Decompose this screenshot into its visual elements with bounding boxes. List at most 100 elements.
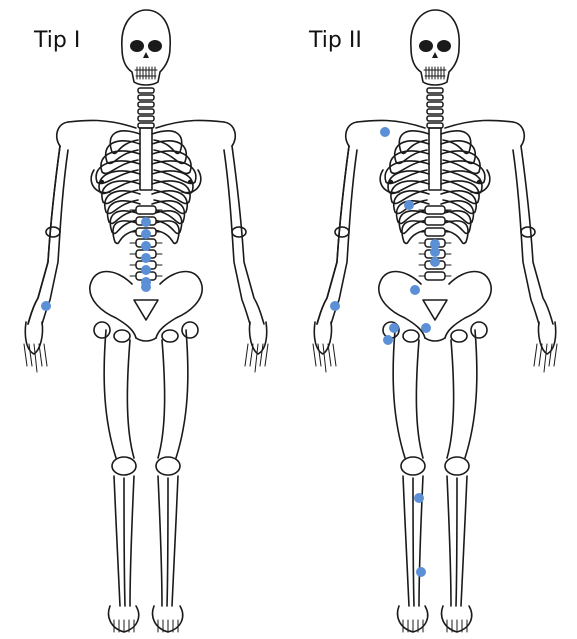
lesion-marker-lumbar-spine-4 — [141, 253, 151, 263]
finger — [260, 344, 263, 366]
cervical-vertebra — [427, 95, 443, 100]
finger — [534, 344, 537, 366]
nipple — [389, 180, 393, 184]
elbow — [46, 227, 60, 237]
femoral-head — [94, 322, 110, 338]
lumbar-vertebra — [425, 217, 445, 225]
finger — [554, 344, 557, 366]
sternum — [140, 128, 152, 190]
lesion-marker-lumbar-spine-3 — [430, 257, 440, 267]
skeleton-panel-tip-2: Tip II — [289, 0, 577, 639]
elbow — [232, 227, 246, 237]
lesion-marker-sacrum — [141, 282, 151, 292]
right-arm — [232, 146, 264, 324]
finger — [39, 344, 42, 366]
tibia — [172, 476, 178, 606]
finger — [549, 344, 552, 366]
skeleton-figure — [0, 0, 288, 639]
tibia — [158, 476, 162, 606]
obturator-foramen — [451, 330, 467, 342]
eye-socket — [148, 40, 162, 52]
shoulder — [57, 122, 68, 146]
finger — [313, 344, 316, 366]
elbow — [335, 227, 349, 237]
shoulder — [224, 122, 235, 146]
panel-title: Tip II — [309, 28, 362, 53]
left-arm — [28, 146, 60, 324]
femur — [158, 340, 165, 458]
femoral-head — [182, 322, 198, 338]
shoulder — [346, 122, 357, 146]
eye-socket — [437, 40, 451, 52]
cervical-vertebra — [138, 102, 154, 107]
knee — [112, 457, 136, 475]
femur — [465, 330, 477, 458]
lesion-marker-left-hip — [389, 323, 399, 333]
femoral-head — [471, 322, 487, 338]
knee — [401, 457, 425, 475]
nasal-cavity — [432, 52, 438, 58]
pubic-symphysis — [425, 338, 445, 341]
finger — [544, 344, 547, 372]
sternum — [429, 128, 441, 190]
obturator-foramen — [403, 330, 419, 342]
finger — [250, 344, 253, 366]
clavicle — [445, 120, 513, 128]
cervical-vertebra — [427, 102, 443, 107]
femur — [176, 330, 188, 458]
lesion-marker-right-shoulder — [380, 127, 390, 137]
cervical-vertebra — [427, 109, 443, 114]
left-arm — [317, 146, 349, 324]
cervical-vertebra — [138, 109, 154, 114]
tibia — [461, 476, 467, 606]
nipple — [188, 180, 192, 184]
cervical-vertebra — [427, 116, 443, 121]
finger — [24, 344, 27, 366]
lesion-marker-left-femur-head — [383, 335, 393, 345]
lumbar-vertebra — [425, 228, 445, 236]
obturator-foramen — [114, 330, 130, 342]
lesion-marker-lumbar-spine-3 — [141, 241, 151, 251]
tibia — [403, 476, 409, 606]
tibia — [130, 476, 134, 606]
lesion-marker-lumbar-spine-2 — [141, 229, 151, 239]
shoulder — [513, 122, 524, 146]
finger — [265, 344, 268, 366]
tibia — [114, 476, 120, 606]
finger — [333, 344, 336, 366]
lesion-marker-pubis — [421, 323, 431, 333]
cervical-vertebra — [138, 95, 154, 100]
lesion-marker-left-wrist — [330, 301, 340, 311]
clavicle — [156, 120, 224, 128]
lesion-marker-lumbar-spine-2 — [430, 247, 440, 257]
skeleton-panel-tip-1: Tip I — [0, 0, 288, 639]
lesion-marker-left-wrist — [41, 301, 51, 311]
knee — [156, 457, 180, 475]
femur — [393, 330, 405, 458]
eye-socket — [419, 40, 433, 52]
finger — [245, 344, 248, 366]
clavicle — [68, 120, 136, 128]
cervical-vertebra — [138, 88, 154, 93]
sacrum — [134, 300, 158, 320]
femur — [416, 340, 423, 458]
finger — [323, 344, 326, 372]
femur — [127, 340, 134, 458]
finger — [44, 344, 47, 366]
cervical-vertebra — [427, 88, 443, 93]
lumbar-vertebra — [425, 206, 445, 214]
lesion-marker-lumbar-spine-5 — [141, 265, 151, 275]
skeleton-figure — [289, 0, 577, 639]
finger — [318, 344, 321, 366]
tibia — [447, 476, 451, 606]
finger — [328, 344, 331, 366]
nipple — [477, 180, 481, 184]
knee — [445, 457, 469, 475]
cervical-vertebra — [138, 116, 154, 121]
sacrum — [423, 300, 447, 320]
finger — [255, 344, 258, 372]
elbow — [521, 227, 535, 237]
finger — [539, 344, 542, 366]
right-arm — [521, 146, 553, 324]
tibia — [124, 478, 125, 606]
